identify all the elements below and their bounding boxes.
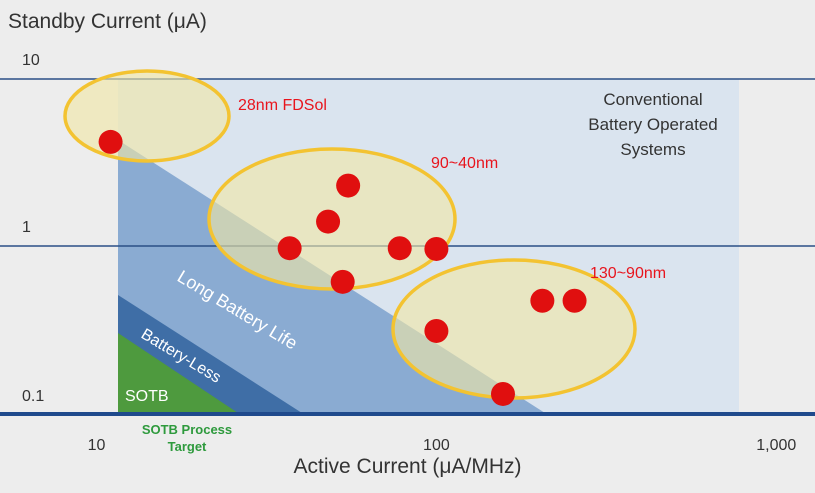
target-line-1: SOTB Process bbox=[141, 422, 233, 437]
sotb-label: SOTB bbox=[125, 388, 169, 405]
y-axis-title: Standby Current (μA) bbox=[8, 10, 207, 33]
x-axis-baseline bbox=[0, 412, 815, 416]
y-tick-label: 1 bbox=[22, 219, 31, 236]
conventional-label-line: Conventional bbox=[603, 90, 702, 109]
series-label: 130~90nm bbox=[590, 265, 666, 282]
data-point bbox=[387, 236, 412, 261]
data-point bbox=[316, 209, 341, 234]
data-point bbox=[490, 381, 515, 406]
x-tick-label: 1,000 bbox=[756, 437, 796, 454]
x-axis-title: Active Current (μA/MHz) bbox=[293, 455, 522, 478]
conventional-label-line: Systems bbox=[620, 140, 685, 159]
y-tick-label: 0.1 bbox=[22, 388, 44, 405]
data-point bbox=[424, 318, 449, 343]
series-label: 90~40nm bbox=[431, 155, 498, 172]
sotb-region bbox=[118, 333, 238, 413]
sotb-process-target-label: SOTB Process Target bbox=[124, 421, 250, 455]
x-tick-label: 10 bbox=[88, 437, 106, 454]
data-point bbox=[562, 288, 587, 313]
data-point bbox=[530, 288, 555, 313]
conventional-label-line: Battery Operated bbox=[588, 115, 717, 134]
data-point bbox=[336, 173, 361, 198]
x-tick-label: 100 bbox=[423, 437, 450, 454]
series-label: 28nm FDSol bbox=[238, 97, 327, 114]
data-point bbox=[424, 236, 449, 261]
data-points bbox=[98, 129, 587, 406]
data-point bbox=[98, 129, 123, 154]
data-point bbox=[330, 269, 355, 294]
cluster-ellipse bbox=[63, 69, 231, 163]
data-point bbox=[277, 236, 302, 261]
y-tick-label: 10 bbox=[22, 52, 40, 69]
target-line-2: Target bbox=[167, 439, 207, 454]
